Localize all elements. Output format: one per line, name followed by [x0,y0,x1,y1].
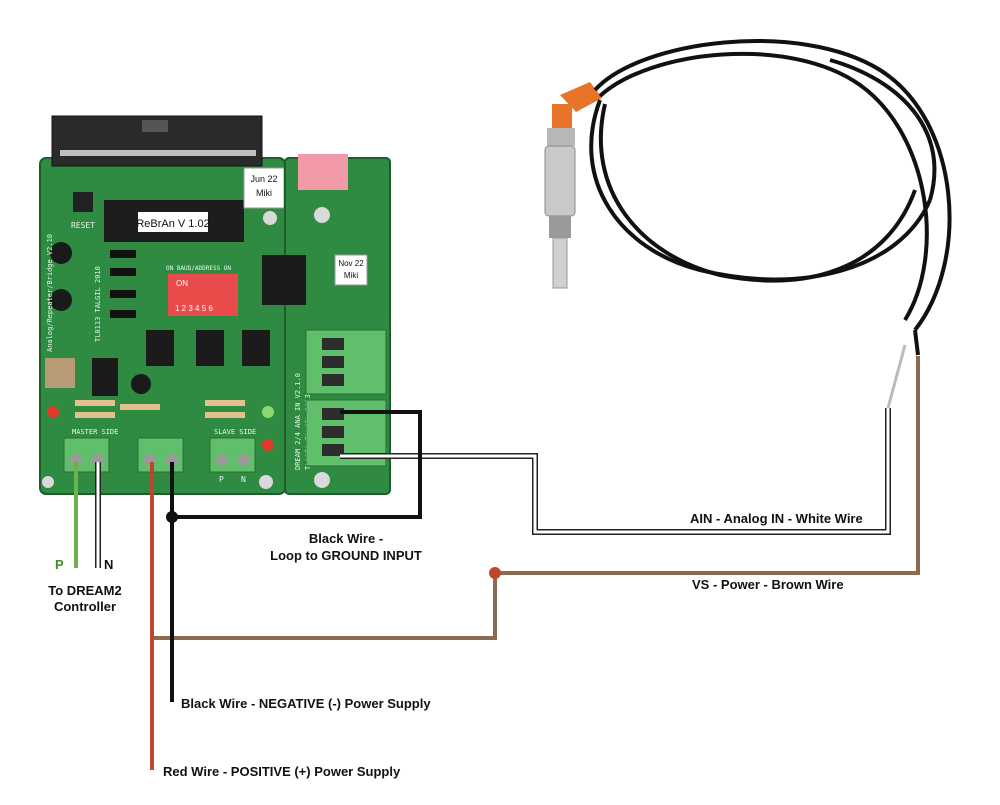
slave-pin-p: P [219,475,224,484]
led-red-txd [47,406,59,418]
capacitor [131,374,151,394]
wire-black-loop [172,410,422,519]
capacitor [50,289,72,311]
wire-brown-vs [152,356,920,640]
chip-u2 [196,330,224,366]
second-sign-sticker: Miki [344,271,358,280]
chip-u1 [146,330,174,366]
black-loop-label-line2: Loop to GROUND INPUT [270,548,422,563]
board-id-main: TL0113 TALGIL 2010 [94,266,102,342]
chip-u3 [242,330,270,366]
dream-controller-label-line2: Controller [53,599,117,614]
vs-brown-wire-label: VS - Power - Brown Wire [692,577,844,592]
junction-dot [489,567,501,579]
master-side-label: MASTER SIDE [72,428,118,436]
transformer [45,358,75,388]
reset-label: RESET [71,221,95,230]
red-positive-label: Red Wire - POSITIVE (+) Power Supply [163,764,401,779]
black-loop-label-line1: Black Wire - [308,531,384,546]
resistor-group-left [75,400,160,418]
slave-side-label: SLAVE SIDE [214,428,256,436]
pressure-sensor [544,82,602,289]
board-id-second: DREAM 2/4 ANA IN V2.1.0 [294,373,302,470]
board-side-text: Analog/Repeater/Bridge V2.10 [46,234,54,352]
capacitor [50,242,72,264]
ain-white-wire-label: AIN - Analog IN - White Wire [690,511,863,526]
terminal-power [137,437,184,473]
chip-u10 [92,358,118,396]
sensor-cable-coil [589,39,952,356]
led-red-rxd [262,439,274,451]
terminal-analog-top [305,329,387,395]
main-pcb-board: ReBrAn V 1.02 Jun 22 Miki RESET ON 1 2 3… [39,115,286,495]
main-sign-sticker: Miki [256,188,272,198]
dip-header-label: ON BAUD/ADDRESS ON [166,265,231,272]
resistor-group-right [205,400,245,418]
led-green-txd [262,406,274,418]
pink-dip-switch [298,154,348,190]
terminal-master-side [63,437,110,473]
black-negative-label: Black Wire - NEGATIVE (-) Power Supply [181,696,431,711]
dip-on-label: ON [176,279,188,288]
reset-button [73,192,93,212]
terminal-slave-side [209,437,256,473]
dip-numbers: 1 2 3 4 5 6 [175,304,213,313]
chip-version-label: ReBrAn V 1.02 [136,218,209,230]
n-wire-label: N [104,557,114,572]
main-date-sticker: Jun 22 [250,174,277,184]
wire-white-ain [340,344,907,535]
dream-controller-label-line1: To DREAM2 [48,583,122,598]
p-wire-label: P [55,557,64,572]
slave-pin-n: N [241,475,246,484]
second-date-sticker: Nov 22 [338,259,364,268]
dip-switch [168,274,238,316]
